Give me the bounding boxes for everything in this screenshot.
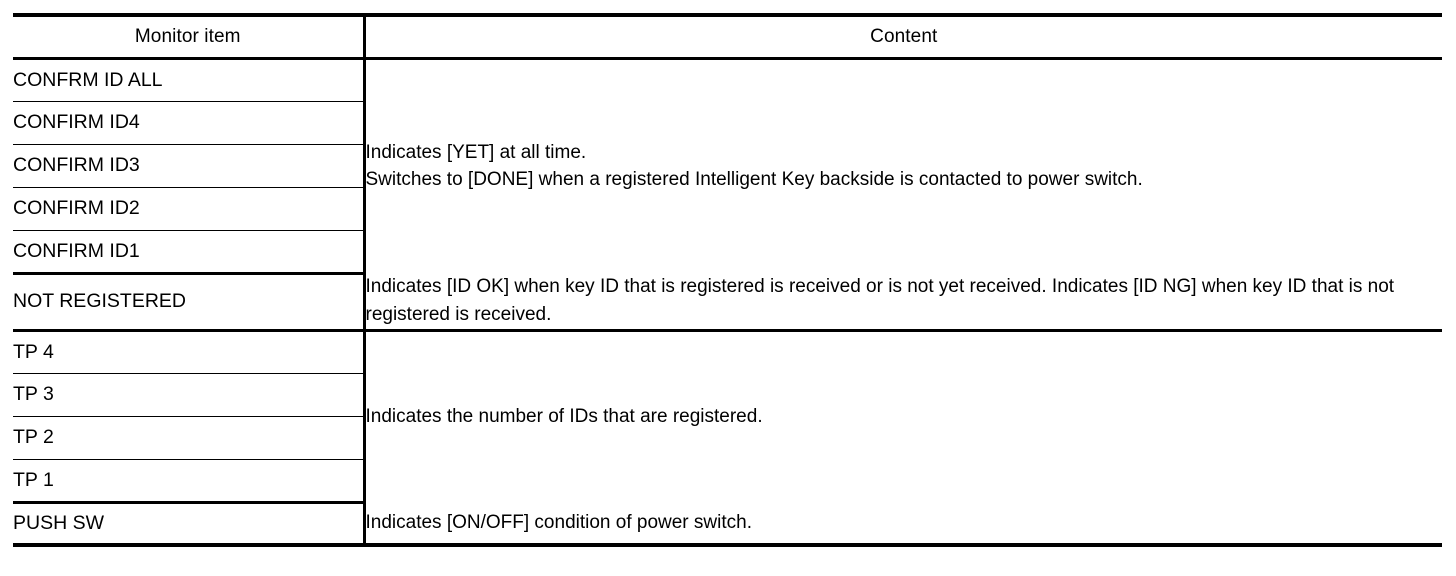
table-row: TP 4 Indicates the number of IDs that ar… xyxy=(13,330,1442,427)
table-row: CONFIRM ID4 xyxy=(13,101,1442,145)
monitor-item-label: CONFRM ID ALL xyxy=(13,68,163,91)
monitor-item-label: PUSH SW xyxy=(13,512,105,535)
monitor-item-cell: CONFIRM ID2 xyxy=(13,187,366,231)
monitor-item-table: Monitor item Content CONFRM ID ALL Indic… xyxy=(13,13,1442,547)
table-header-row: Monitor item Content xyxy=(13,15,1442,60)
table-row: CONFIRM ID2 xyxy=(13,187,1442,231)
content-cell-confirm-id-group: Indicates [YET] at all time. Switches to… xyxy=(364,58,1442,273)
monitor-item-label: TP 1 xyxy=(13,468,54,491)
table-row: CONFIRM ID3 xyxy=(13,144,1442,188)
monitor-item-label: NOT REGISTERED xyxy=(13,290,186,313)
table-body: CONFRM ID ALL Indicates [YET] at all tim… xyxy=(13,58,1442,545)
content-text: Indicates [ID OK] when key ID that is re… xyxy=(365,276,1395,325)
monitor-item-cell: TP 1 xyxy=(13,459,366,504)
table-row: TP 3 xyxy=(13,373,1442,417)
content-cell-push-sw-group: Indicates [ON/OFF] condition of power sw… xyxy=(364,502,1442,545)
table-row: CONFIRM ID1 xyxy=(13,230,1442,275)
monitor-item-label: TP 4 xyxy=(13,340,54,363)
table-header: Monitor item Content xyxy=(13,15,1442,60)
content-text: Indicates [YET] at all time. Switches to… xyxy=(365,141,1143,191)
monitor-item-label: CONFIRM ID2 xyxy=(13,197,140,220)
monitor-item-cell: TP 4 xyxy=(13,330,366,374)
monitor-item-cell: CONFIRM ID3 xyxy=(13,144,366,188)
monitor-item-cell: CONFIRM ID1 xyxy=(13,230,366,275)
monitor-item-cell: TP 2 xyxy=(13,416,366,460)
monitor-item-cell: CONFRM ID ALL xyxy=(13,58,366,102)
monitor-item-label: CONFIRM ID4 xyxy=(13,111,140,134)
content-text: Indicates the number of IDs that are reg… xyxy=(365,405,763,427)
monitor-item-label: CONFIRM ID3 xyxy=(13,154,140,177)
monitor-item-cell: CONFIRM ID4 xyxy=(13,101,366,145)
monitor-item-label: TP 2 xyxy=(13,426,54,449)
monitor-item-cell: PUSH SW xyxy=(13,502,366,545)
table-row: TP 1 xyxy=(13,459,1442,504)
column-header-monitor-item: Monitor item xyxy=(13,15,366,60)
table-row: PUSH SW Indicates [ON/OFF] condition of … xyxy=(13,502,1442,545)
table-row: NOT REGISTERED Indicates [ID OK] when ke… xyxy=(13,273,1442,332)
content-cell-tp-group: Indicates the number of IDs that are reg… xyxy=(364,330,1442,502)
table-row: TP 2 xyxy=(13,416,1442,460)
monitor-item-label: TP 3 xyxy=(13,383,54,406)
table-row: CONFRM ID ALL Indicates [YET] at all tim… xyxy=(13,58,1442,190)
content-cell-not-registered-group: Indicates [ID OK] when key ID that is re… xyxy=(364,273,1442,332)
column-header-content: Content xyxy=(364,15,1442,60)
monitor-item-label: CONFIRM ID1 xyxy=(13,239,140,262)
content-text: Indicates [ON/OFF] condition of power sw… xyxy=(365,511,753,533)
monitor-item-cell: NOT REGISTERED xyxy=(13,273,366,332)
monitor-item-cell: TP 3 xyxy=(13,373,366,417)
